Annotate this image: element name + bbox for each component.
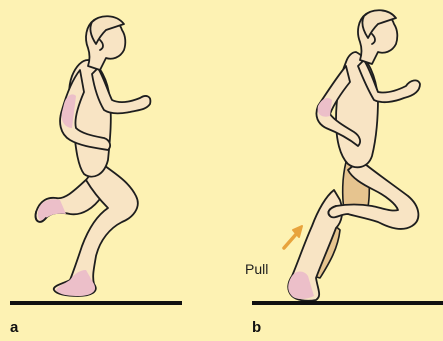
runner-a bbox=[36, 16, 151, 296]
runner-b-elbow-highlight bbox=[318, 98, 332, 117]
pull-arrow bbox=[284, 226, 302, 248]
panel-label-b: b bbox=[252, 319, 261, 336]
pull-label: Pull bbox=[245, 261, 268, 277]
runner-b bbox=[288, 10, 420, 301]
panel-label-a: a bbox=[10, 319, 19, 336]
runner-a-front-leg bbox=[54, 162, 138, 296]
